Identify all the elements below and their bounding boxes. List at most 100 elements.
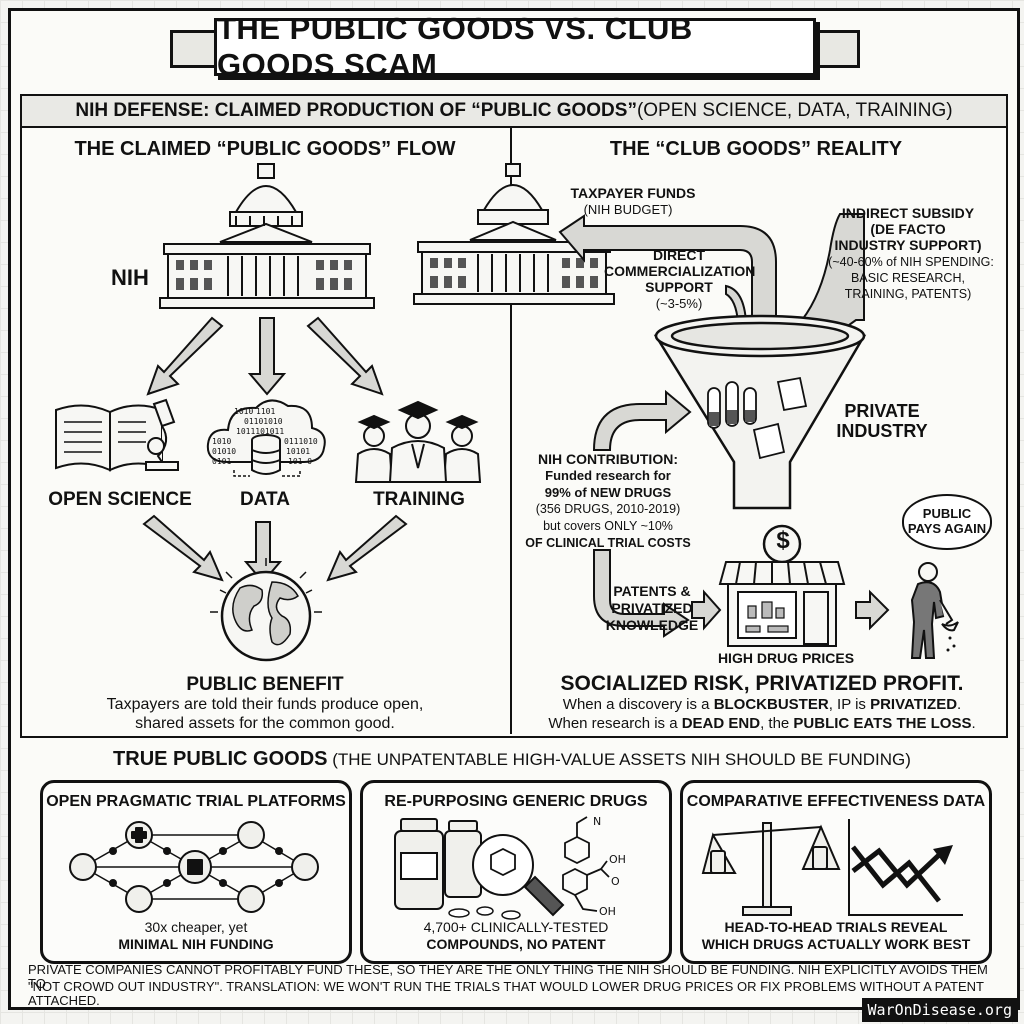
node-open-science: OPEN SCIENCE bbox=[48, 489, 192, 510]
patents-3: KNOWLEDGE bbox=[605, 617, 699, 633]
s1a: When a discovery is a bbox=[562, 696, 714, 713]
true-public-goods-heading: TRUE PUBLIC GOODS (THE UNPATENTABLE HIGH… bbox=[20, 748, 1004, 770]
card-3-caption: HEAD-TO-HEAD TRIALS REVEAL WHICH DRUGS A… bbox=[683, 919, 989, 953]
s2a: When research is a bbox=[548, 715, 682, 732]
card-2-title: RE-PURPOSING GENERIC DRUGS bbox=[384, 793, 648, 810]
nih-flow-arrows bbox=[146, 316, 384, 396]
pharmacy-store-icon bbox=[718, 524, 846, 647]
contrib-6: OF CLINICAL TRIAL COSTS bbox=[525, 536, 691, 550]
s1e: . bbox=[957, 696, 962, 713]
nih-building-icon bbox=[159, 163, 375, 309]
card-1-cap-2: MINIMAL NIH FUNDING bbox=[118, 935, 274, 952]
contribution-arrow bbox=[592, 389, 692, 638]
bits-3: 0111010 bbox=[284, 437, 318, 446]
indirect-5: BASIC RESEARCH, bbox=[851, 271, 965, 285]
dollar-sign: $ bbox=[776, 527, 790, 554]
watermark[interactable]: WarOnDisease.org bbox=[861, 998, 1018, 1022]
indirect-3: INDUSTRY SUPPORT) bbox=[834, 237, 982, 253]
bubble-line-1: PUBLIC bbox=[922, 506, 972, 522]
chem-o: O bbox=[611, 875, 620, 888]
bits-2: 1011101011 bbox=[236, 427, 284, 436]
card-repurposing-drugs: RE-PURPOSING GENERIC DRUGS bbox=[360, 780, 672, 964]
person-paying-icon bbox=[910, 562, 959, 659]
patents-2: PRIVATIZED bbox=[611, 600, 693, 616]
card-2-caption: 4,700+ CLINICALLY-TESTED COMPOUNDS, NO P… bbox=[363, 919, 669, 953]
indirect-2: (DE FACTO bbox=[870, 221, 946, 237]
card-comparative-data: COMPARATIVE EFFECTIVENESS DATA HEAD-TO-H… bbox=[680, 780, 992, 964]
card-1-cap-1: 30x cheaper, yet bbox=[144, 919, 248, 935]
node-training: TRAINING bbox=[373, 489, 465, 510]
footer-line-1: PRIVATE COMPANIES CANNOT PROFITABLY FUND… bbox=[28, 962, 988, 992]
s2c: , the bbox=[760, 715, 794, 732]
socialized-risk-title: SOCIALIZED RISK, PRIVATIZED PROFIT. bbox=[560, 672, 964, 695]
bits-6: 10101 bbox=[286, 447, 310, 456]
panel-divider bbox=[510, 128, 512, 734]
card-1-caption: 30x cheaper, yet MINIMAL NIH FUNDING bbox=[43, 919, 349, 953]
bits-5: 01010 bbox=[212, 447, 236, 456]
direct-3: SUPPORT bbox=[645, 279, 713, 295]
nih-defense-strip: NIH DEFENSE: CLAIMED PRODUCTION OF “PUBL… bbox=[20, 94, 1008, 128]
heading-bold: TRUE PUBLIC GOODS bbox=[113, 748, 328, 770]
nih-building-right-icon bbox=[413, 163, 615, 305]
taxpayer-funds-1: TAXPAYER FUNDS bbox=[570, 185, 696, 201]
public-benefit-text-2: shared assets for the common good. bbox=[135, 715, 395, 732]
public-benefit-title: PUBLIC BENEFIT bbox=[186, 674, 344, 695]
direct-1: DIRECT bbox=[652, 247, 706, 263]
private-industry-2: INDUSTRY bbox=[836, 421, 928, 441]
left-heading: THE CLAIMED “PUBLIC GOODS” FLOW bbox=[74, 138, 456, 160]
bits-4: 1010 bbox=[212, 437, 231, 446]
contrib-1: NIH CONTRIBUTION: bbox=[538, 451, 678, 467]
price-arrows bbox=[691, 589, 890, 631]
data-cloud-icon: 1101 01101010 1011101011 0111010 1010 01… bbox=[206, 399, 326, 477]
network-icon bbox=[69, 821, 319, 913]
bits-7: 0101 bbox=[212, 457, 231, 466]
defense-normal: (OPEN SCIENCE, DATA, TRAINING) bbox=[636, 100, 953, 121]
right-heading: THE “CLUB GOODS” REALITY bbox=[609, 138, 903, 160]
graduates-icon bbox=[354, 400, 482, 483]
s2b: DEAD END bbox=[681, 715, 761, 732]
s2e: . bbox=[971, 715, 976, 732]
s1c: , IP is bbox=[828, 696, 871, 713]
card-3-title: COMPARATIVE EFFECTIVENESS DATA bbox=[686, 793, 986, 810]
card-trial-platforms: OPEN PRAGMATIC TRIAL PLATFORMS 30x cheap… bbox=[40, 780, 352, 964]
card-3-cap-1: HEAD-TO-HEAD TRIALS REVEAL bbox=[724, 919, 948, 935]
top-panels-border bbox=[20, 126, 1008, 738]
page-title: THE PUBLIC GOODS VS. CLUB GOODS SCAM bbox=[214, 11, 816, 82]
high-drug-prices: HIGH DRUG PRICES bbox=[717, 650, 855, 666]
socialized-line-2: When research is a DEAD END, the PUBLIC … bbox=[520, 715, 1004, 733]
card-1-title: OPEN PRAGMATIC TRIAL PLATFORMS bbox=[46, 793, 346, 810]
contrib-5: but covers ONLY ~10% bbox=[543, 519, 673, 533]
patents-1: PATENTS & bbox=[613, 583, 691, 599]
bubble-line-2: PAYS AGAIN bbox=[907, 521, 987, 536]
pill-bottles-magnifier-icon: N OH O OH bbox=[394, 815, 626, 920]
direct-4: (~3-5%) bbox=[655, 296, 703, 311]
footer-line-2: "NOT CROWD OUT INDUSTRY". TRANSLATION: W… bbox=[28, 979, 984, 1009]
indirect-6: TRAINING, PATENTS) bbox=[844, 287, 972, 301]
open-book-microscope-icon bbox=[55, 398, 179, 472]
funnel-icon bbox=[653, 314, 867, 510]
chem-oh-1: OH bbox=[609, 853, 626, 866]
nih-label: NIH bbox=[111, 265, 149, 290]
benefit-flow-arrows bbox=[142, 514, 408, 584]
taxpayer-funds-2: (NIH BUDGET) bbox=[583, 202, 673, 217]
s1b: BLOCKBUSTER bbox=[713, 696, 829, 713]
defense-bold: NIH DEFENSE: CLAIMED PRODUCTION OF “PUBL… bbox=[75, 100, 637, 121]
direct-2: COMMERCIALIZATION bbox=[604, 263, 756, 279]
contrib-3: 99% of NEW DRUGS bbox=[544, 485, 672, 500]
bits-9: 1010 bbox=[234, 407, 253, 416]
chem-n: N bbox=[593, 815, 601, 828]
card-2-cap-1: 4,700+ CLINICALLY-TESTED bbox=[423, 919, 609, 935]
public-pays-again-bubble: PUBLIC PAYS AGAIN bbox=[902, 494, 992, 550]
indirect-1: INDIRECT SUBSIDY bbox=[841, 205, 975, 221]
contrib-4: (356 DRUGS, 2010-2019) bbox=[535, 502, 681, 516]
private-industry-1: PRIVATE bbox=[844, 401, 920, 421]
bits-1: 01101010 bbox=[244, 417, 283, 426]
card-3-cap-2: WHICH DRUGS ACTUALLY WORK BEST bbox=[701, 935, 971, 952]
public-benefit-text-1: Taxpayers are told their funds produce o… bbox=[106, 696, 424, 713]
globe-icon bbox=[210, 558, 322, 662]
bits-8: 101 0 bbox=[288, 457, 312, 466]
card-2-cap-2: COMPOUNDS, NO PATENT bbox=[426, 935, 606, 952]
heading-normal: (THE UNPATENTABLE HIGH-VALUE ASSETS NIH … bbox=[327, 750, 911, 769]
s1d: PRIVATIZED bbox=[870, 696, 958, 713]
scale-chart-icon bbox=[701, 819, 963, 916]
